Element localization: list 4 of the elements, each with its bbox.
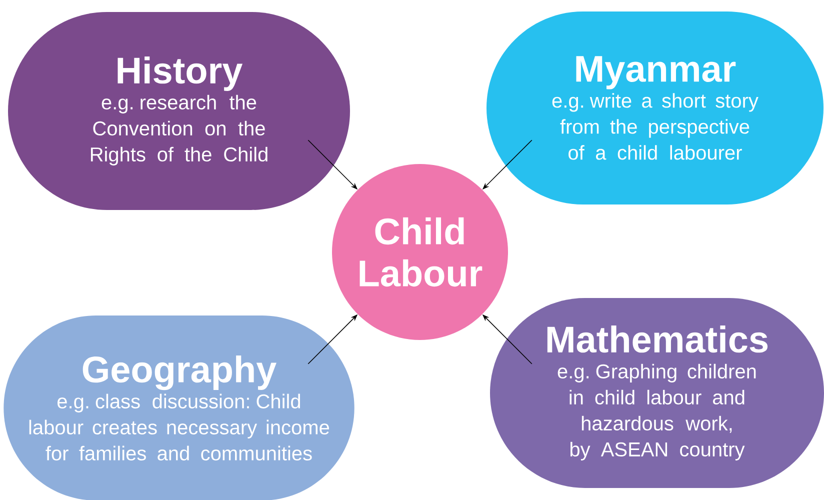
subject-bubble: Geography e.g. class discussion: Child labour creates necessary income for families and communities bbox=[4, 315, 354, 500]
subject-bubble: Myanmar e.g. write a short story from the perspective of a child labourer bbox=[486, 12, 824, 204]
subject-bubble: Mathematics e.g. Graphing children in child labour and hazardous work, by ASEAN country bbox=[490, 298, 824, 488]
subject-bubble: History e.g. research the Convention on the Rights of the Child bbox=[8, 12, 350, 210]
